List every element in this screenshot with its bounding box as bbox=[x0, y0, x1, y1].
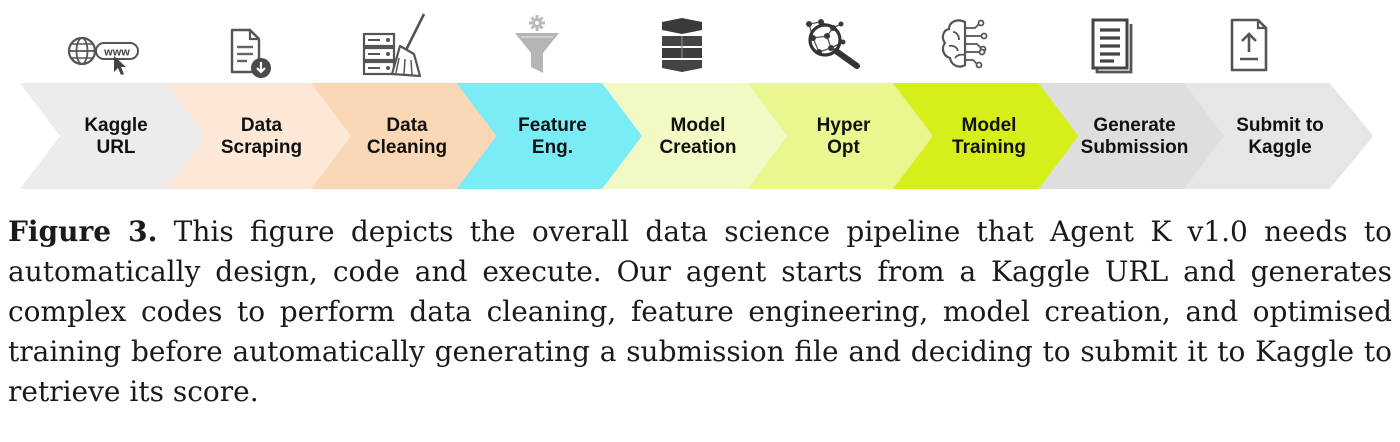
step-label-line1: Feature bbox=[518, 115, 587, 136]
step-label-line1: Model bbox=[962, 115, 1017, 136]
cube-stack-icon bbox=[662, 18, 702, 72]
step-arrow-data-scraping bbox=[165, 83, 355, 189]
svg-text:www: www bbox=[103, 47, 130, 59]
step-label-line2: Training bbox=[952, 137, 1026, 158]
step-arrow-model-creation bbox=[602, 83, 792, 189]
magnifier-network-icon bbox=[806, 19, 860, 69]
step-label-line2: Submission bbox=[1081, 137, 1189, 158]
step-label-line2: Creation bbox=[659, 137, 736, 158]
text-document-icon bbox=[1091, 18, 1133, 74]
step-label-line1: Hyper bbox=[817, 115, 871, 136]
step-label-line1: Data bbox=[241, 115, 283, 136]
step-arrow-kaggle-url bbox=[20, 83, 210, 189]
pipeline-arrows bbox=[20, 83, 1374, 189]
step-label-line1: Submit to bbox=[1236, 115, 1324, 136]
brain-circuit-icon bbox=[941, 19, 988, 69]
step-arrow-data-cleaning bbox=[311, 83, 501, 189]
funnel-gear-icon bbox=[515, 15, 559, 73]
document-download-icon bbox=[230, 28, 271, 78]
upload-document-icon bbox=[1230, 18, 1268, 72]
step-label-line1: Data bbox=[386, 115, 428, 136]
step-arrow-hyper-opt bbox=[747, 83, 937, 189]
figure-caption-text: This figure depicts the overall data sci… bbox=[8, 215, 1392, 408]
step-label-line1: Kaggle bbox=[84, 115, 147, 136]
figure-caption: Figure 3. This figure depicts the overal… bbox=[8, 212, 1392, 412]
figure-label: Figure 3. bbox=[8, 215, 158, 248]
step-label-line2: Scraping bbox=[221, 137, 302, 158]
step-arrow-generate-submission bbox=[1038, 83, 1228, 189]
step-label-line1: Model bbox=[671, 115, 726, 136]
step-label-line2: Eng. bbox=[532, 137, 573, 158]
step-label-line2: Cleaning bbox=[367, 137, 447, 158]
pipeline-icons: www bbox=[67, 13, 1268, 78]
step-label-line2: URL bbox=[96, 137, 135, 158]
step-arrow-feature-eng bbox=[456, 83, 646, 189]
step-arrow-submit-to-kaggle bbox=[1184, 83, 1374, 189]
step-arrow-model-training bbox=[893, 83, 1083, 189]
globe-www-icon: www bbox=[67, 36, 139, 75]
server-broom-icon bbox=[362, 13, 426, 78]
step-label-line2: Opt bbox=[827, 137, 860, 158]
step-label-line1: Generate bbox=[1093, 115, 1175, 136]
step-label-line2: Kaggle bbox=[1248, 137, 1311, 158]
